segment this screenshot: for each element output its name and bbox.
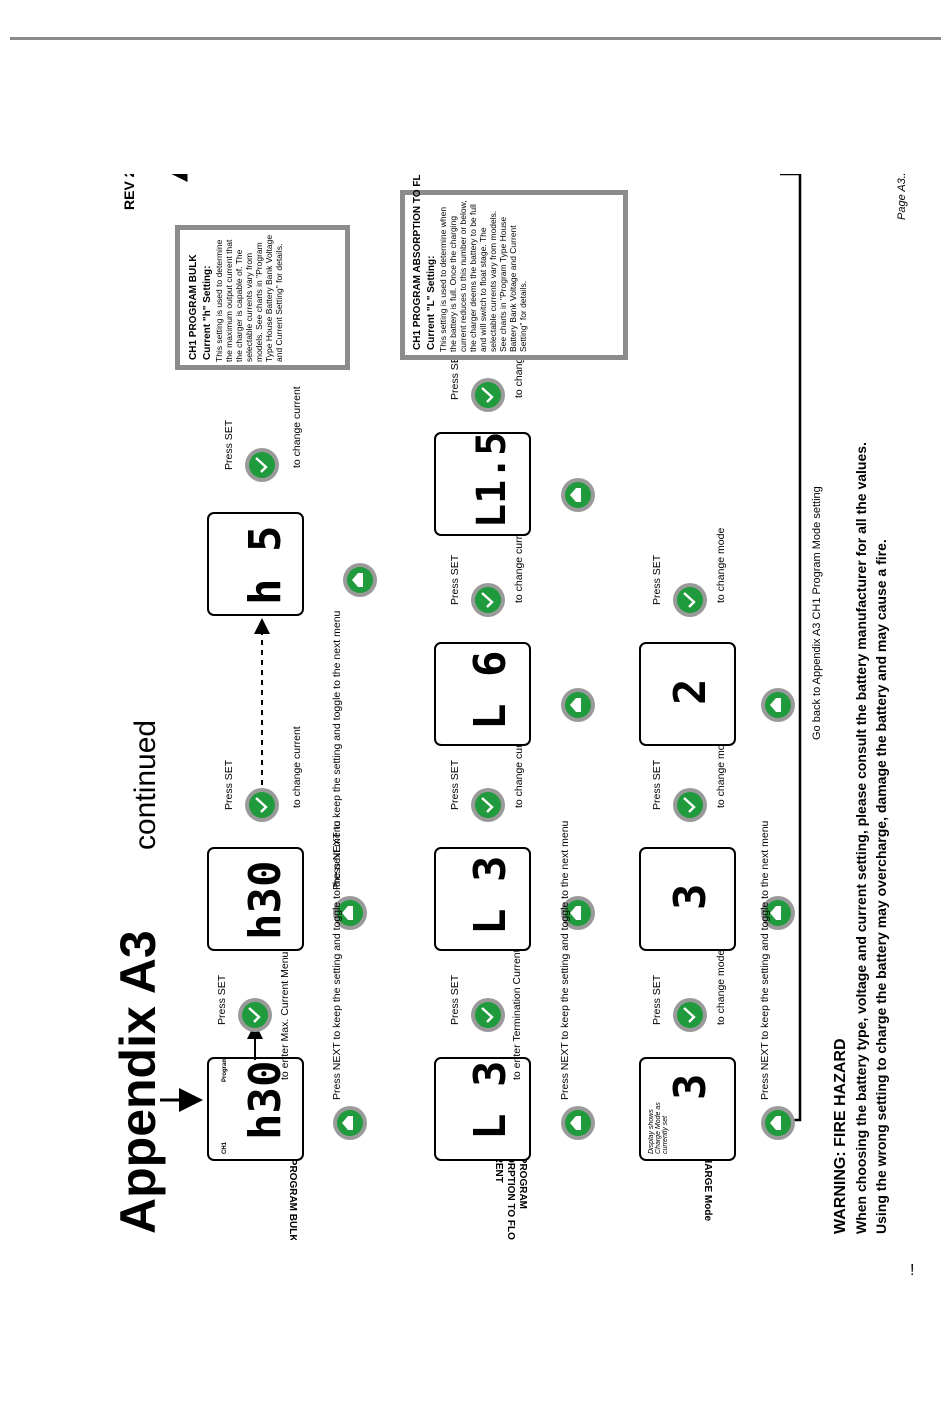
lcd-abs-3 [434, 642, 531, 746]
page-title-suffix: continued [129, 720, 162, 850]
svg-text:Press SET: Press SET [223, 419, 235, 470]
lcd-abs-2 [434, 847, 531, 951]
svg-text:to change mode: to change mode [715, 733, 727, 808]
svg-text:CH1 PROGRAM BULK: CH1 PROGRAM BULK [188, 254, 199, 360]
set-button-bulk-2[interactable] [243, 786, 281, 824]
svg-text:Press NEXT to keep the setting: Press NEXT to keep the setting and toggl… [759, 820, 771, 1100]
rotated-page: Appendix A3 continued REV 2.0 Page A3.2 … [0, 154, 950, 1293]
info-box-absorption-body: This setting is used to determine when t… [438, 200, 528, 352]
svg-text:Press SET: Press SET [651, 554, 663, 605]
svg-text:CH1: CH1 [222, 1141, 228, 1154]
svg-text:Press SET: Press SET [449, 349, 461, 400]
lcd-abs-1 [434, 1057, 531, 1161]
lcd-bulk-2 [207, 847, 304, 951]
svg-text:Press SET: Press SET [651, 759, 663, 810]
info-box-bulk-body: This setting is used to determine the ma… [214, 234, 284, 362]
info-box-bulk: CH1 PROGRAM BULK Current "h" Setting: Th… [175, 225, 350, 370]
next-button-charge-1[interactable] [761, 1106, 795, 1140]
next-button-abs-1[interactable] [561, 1106, 595, 1140]
info-box-absorption: CH1 PROGRAM ABSORPTION TO FLOAT Current … [400, 154, 628, 360]
next-button-bulk-3[interactable] [343, 563, 377, 597]
svg-text:L 3: L 3 [465, 856, 516, 935]
set-button-charge-1[interactable] [671, 996, 709, 1034]
svg-text:Press NEXT to keep the setting: Press NEXT to keep the setting and toggl… [331, 820, 343, 1100]
warning-title: WARNING: FIRE HAZARD [832, 1038, 849, 1234]
svg-text:Current "h" Setting:: Current "h" Setting: [202, 266, 213, 360]
set-button-bulk-1[interactable] [236, 996, 274, 1034]
row-label-absorption-1: CH1 PROGRAM [517, 1134, 528, 1209]
svg-text:L 6: L 6 [465, 651, 516, 730]
svg-text:Press SET: Press SET [449, 759, 461, 810]
set-button-abs-4[interactable] [469, 376, 507, 414]
set-button-charge-2[interactable] [671, 786, 709, 824]
svg-text:Press SET: Press SET [223, 759, 235, 810]
page-title: Appendix A3 [110, 930, 166, 1234]
svg-text:to change current: to change current [291, 386, 303, 468]
go-back-link[interactable]: Go back to Appendix A3 CH1 Program Mode … [811, 486, 823, 740]
svg-text:2: 2 [665, 679, 716, 706]
next-button-abs-3[interactable] [561, 688, 595, 722]
lcd-charge-2 [639, 847, 736, 951]
next-button-bulk-1[interactable] [333, 1106, 367, 1140]
row-label-charge: CH1 CHARGE Mode [702, 1126, 713, 1221]
lcd-bulk-1-value: h30 [240, 1061, 291, 1140]
flowchart: Appendix A3 continued REV 2.0 Page A3.2 … [110, 154, 908, 1293]
svg-text:to change current: to change current [291, 726, 303, 808]
svg-text:to change current: to change current [513, 521, 525, 603]
svg-text:L1.5: L1.5 [469, 432, 515, 528]
set-button-abs-1[interactable] [469, 996, 507, 1034]
svg-text:3: 3 [665, 1074, 716, 1101]
svg-text:to change mode: to change mode [715, 950, 727, 1025]
next-button-abs-4[interactable] [561, 478, 595, 512]
return-line [780, 172, 802, 1122]
charge-note: Display shows Charge Mode as currently s… [648, 1102, 669, 1154]
svg-text:CH1 PROGRAM ABSORPTION TO FLOA: CH1 PROGRAM ABSORPTION TO FLOAT [412, 174, 423, 350]
row-label-absorption-2: ABSORPTION TO FLOAT [505, 1134, 516, 1240]
svg-text:Press SET: Press SET [449, 554, 461, 605]
absorption-row: L 3 Press SET to enter Termination Curre… [434, 316, 595, 1161]
svg-text:3: 3 [665, 884, 716, 911]
page-number: Page A3.2 [896, 174, 908, 220]
lcd-bulk-3-value: h 5 [240, 526, 291, 605]
svg-text:Press SET: Press SET [449, 974, 461, 1025]
top-rule [10, 37, 941, 40]
svg-text:Program: Program [222, 1057, 228, 1082]
lcd-abs-4 [434, 432, 531, 536]
svg-text:to enter Max. Current Menu: to enter Max. Current Menu [279, 951, 291, 1080]
lcd-charge-3 [639, 642, 736, 746]
lcd-charge-1 [639, 1057, 736, 1161]
set-button-bulk-3[interactable] [243, 446, 281, 484]
svg-text:Press NEXT to keep the setting: Press NEXT to keep the setting and toggl… [559, 820, 571, 1100]
lcd-bulk-2-value: h30 [240, 861, 291, 940]
svg-text:Press NEXT to keep the setting: Press NEXT to keep the setting and toggl… [331, 610, 343, 890]
set-button-abs-3[interactable] [469, 581, 507, 619]
svg-text:to change current: to change current [513, 726, 525, 808]
warning-line-2: Using the wrong setting to charge the ba… [873, 539, 889, 1234]
margin-mark: ! [910, 1262, 915, 1279]
row-label-bulk: CH1 PROGRAM BULK CURRENT [287, 1136, 298, 1240]
svg-text:Press SET: Press SET [216, 974, 228, 1025]
svg-text:to enter Termination Current M: to enter Termination Current Menu [511, 920, 523, 1080]
svg-text:Current "L" Setting:: Current "L" Setting: [426, 256, 437, 350]
charge-row: 3 Display shows Charge Mode as currently… [639, 528, 795, 1161]
set-button-abs-2[interactable] [469, 786, 507, 824]
next-button-charge-3[interactable] [761, 688, 795, 722]
rev-label: REV 2.0 [121, 174, 137, 210]
svg-text:to change mode: to change mode [715, 528, 727, 603]
bulk-row: h30 CH1 Program Press SET to enter Max. … [207, 386, 377, 1161]
lcd-bulk-3 [207, 512, 304, 616]
warning-line-1: When choosing the battery type, voltage … [853, 442, 869, 1234]
svg-text:L 3: L 3 [465, 1061, 516, 1140]
svg-text:Press SET: Press SET [651, 974, 663, 1025]
set-button-charge-3[interactable] [671, 581, 709, 619]
